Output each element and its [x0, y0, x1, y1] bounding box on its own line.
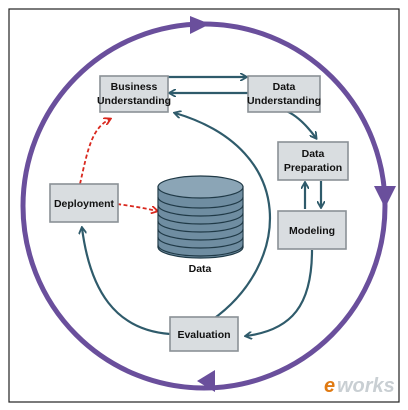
arrow-evaluation-to-deployment — [82, 228, 171, 336]
phase-data-preparation-line2: Preparation — [284, 162, 342, 174]
phase-modeling-label: Modeling — [289, 225, 335, 237]
outer-cycle-arrowhead-right — [374, 186, 396, 208]
phase-data-understanding-line1: Data — [273, 81, 296, 93]
eworks-logo: e works — [324, 375, 395, 397]
phase-modeling: Modeling — [277, 210, 347, 250]
arrow-deployment-to-data — [116, 203, 157, 211]
outer-cycle-arrowhead-top — [190, 16, 210, 34]
data-store-icon — [157, 175, 244, 259]
outer-border — [8, 8, 400, 403]
data-store-label: Data — [189, 263, 212, 275]
outer-cycle-arrowhead-bottom — [197, 370, 215, 392]
phase-data-understanding: Data Understanding — [247, 75, 321, 113]
arrow-modeling-to-evaluation — [246, 249, 314, 336]
arrow-deployment-to-business — [79, 119, 110, 185]
phase-business-understanding-line2: Understanding — [97, 95, 171, 107]
eworks-logo-works: works — [337, 375, 395, 397]
phase-deployment-label: Deployment — [54, 198, 115, 210]
phase-evaluation-label: Evaluation — [177, 329, 230, 341]
phase-data-understanding-line2: Understanding — [247, 95, 321, 107]
eworks-logo-e: e — [324, 375, 335, 397]
phase-data-preparation: Data Preparation — [277, 141, 349, 181]
phase-business-understanding: Business Understanding — [97, 75, 171, 113]
phase-evaluation: Evaluation — [169, 316, 239, 352]
phase-deployment: Deployment — [49, 183, 119, 223]
arrow-evaluation-to-business — [175, 113, 272, 321]
arrow-data-understanding-to-preparation — [283, 108, 316, 138]
phase-business-understanding-line1: Business — [111, 81, 158, 93]
phase-data-preparation-line1: Data — [302, 148, 325, 160]
